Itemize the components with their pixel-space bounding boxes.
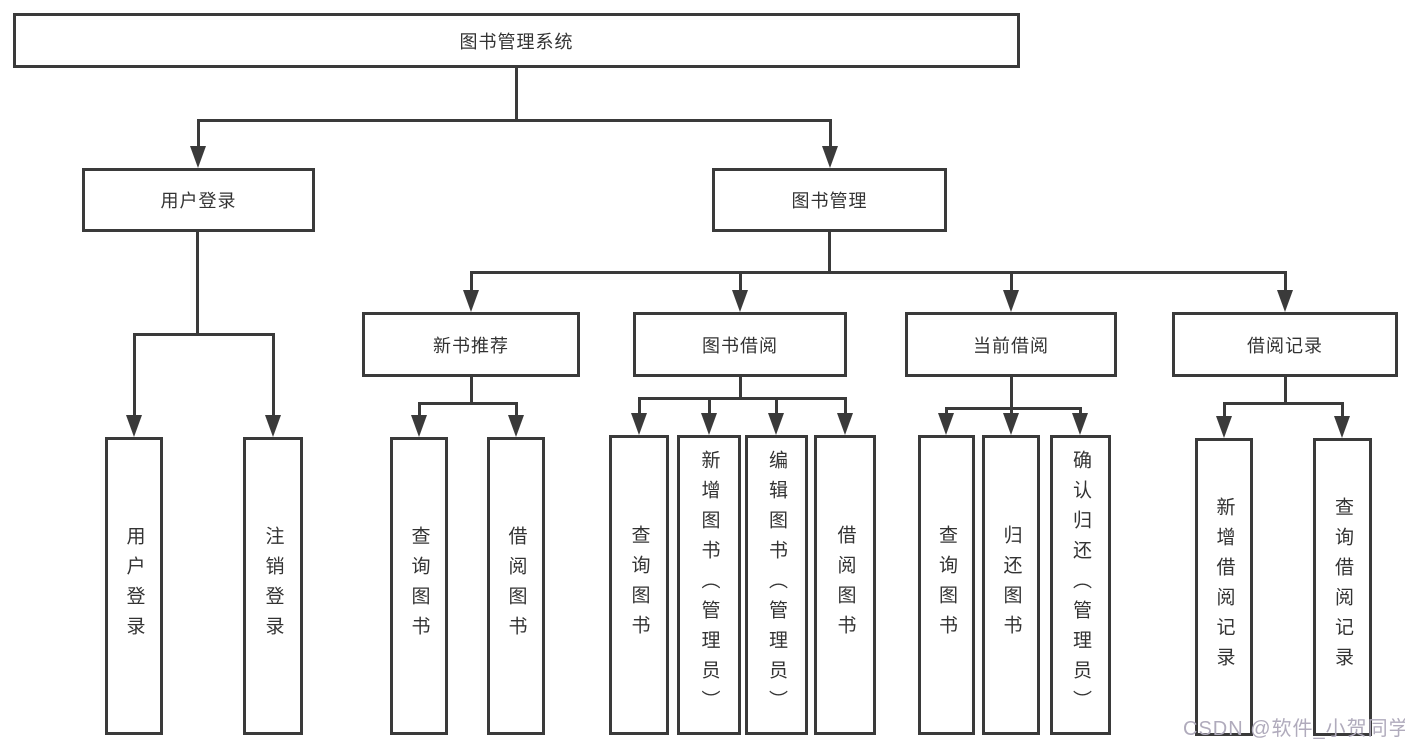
leaf-bb-query-books-label: 查询图书 bbox=[628, 525, 650, 645]
arrow-to-current-borrow bbox=[1003, 271, 1020, 312]
leaf-cb-confirm-return-label: 确认归还（管理员） bbox=[1070, 450, 1091, 720]
leaf-nb-borrow-books-label: 借阅图书 bbox=[505, 526, 527, 646]
arrow-to-book-borrow bbox=[732, 271, 749, 312]
arrow-to-bb-edit bbox=[768, 397, 785, 435]
leaf-logout: 注销登录 bbox=[243, 437, 303, 735]
arrow-to-bb-query bbox=[631, 397, 648, 435]
leaf-logout-label: 注销登录 bbox=[262, 526, 284, 646]
leaf-br-query-record: 查询借阅记录 bbox=[1313, 438, 1372, 736]
connector-current-borrow-stem bbox=[1010, 377, 1013, 409]
node-borrow-record: 借阅记录 bbox=[1172, 312, 1398, 377]
leaf-bb-edit-books-label: 编辑图书（管理员） bbox=[766, 450, 787, 720]
connector-level3-bar bbox=[470, 271, 1286, 274]
arrow-to-borrow-record bbox=[1277, 271, 1294, 312]
leaf-nb-query-books: 查询图书 bbox=[390, 437, 448, 735]
node-new-book-label: 新书推荐 bbox=[433, 335, 509, 356]
arrow-to-bb-borrow bbox=[837, 397, 854, 435]
leaf-cb-return-books-label: 归还图书 bbox=[1000, 525, 1022, 645]
arrow-to-leaf-logout bbox=[265, 333, 282, 437]
connector-borrow-record-bar bbox=[1223, 402, 1343, 405]
arrow-to-cb-confirm bbox=[1072, 407, 1089, 435]
connector-user-login-stem bbox=[196, 232, 199, 335]
leaf-cb-confirm-return: 确认归还（管理员） bbox=[1050, 435, 1111, 735]
connector-current-borrow-bar bbox=[945, 407, 1081, 410]
leaf-cb-query-books-label: 查询图书 bbox=[936, 525, 957, 645]
leaf-bb-borrow-books: 借阅图书 bbox=[814, 435, 876, 735]
arrow-to-nb-borrow bbox=[508, 402, 525, 437]
node-user-login-label: 用户登录 bbox=[160, 191, 237, 211]
leaf-user-login-label: 用户登录 bbox=[123, 526, 145, 646]
connector-root-stem bbox=[515, 68, 518, 121]
connector-book-mgmt-stem bbox=[828, 232, 831, 273]
leaf-nb-borrow-books: 借阅图书 bbox=[487, 437, 545, 735]
node-current-borrow: 当前借阅 bbox=[905, 312, 1117, 377]
node-new-book: 新书推荐 bbox=[362, 312, 580, 377]
connector-borrow-record-stem bbox=[1284, 377, 1287, 404]
node-borrow-record-label: 借阅记录 bbox=[1247, 335, 1323, 356]
leaf-bb-query-books: 查询图书 bbox=[609, 435, 669, 735]
node-book-borrow: 图书借阅 bbox=[633, 312, 847, 377]
node-root: 图书管理系统 bbox=[13, 13, 1020, 68]
node-book-borrow-label: 图书借阅 bbox=[702, 335, 778, 356]
leaf-cb-query-books: 查询图书 bbox=[918, 435, 975, 735]
arrow-to-br-add bbox=[1216, 402, 1233, 438]
node-current-borrow-label: 当前借阅 bbox=[973, 335, 1049, 356]
leaf-nb-query-books-label: 查询图书 bbox=[408, 526, 430, 646]
leaf-cb-return-books: 归还图书 bbox=[982, 435, 1040, 735]
leaf-bb-add-books-label: 新增图书（管理员） bbox=[698, 450, 720, 720]
arrow-to-cb-query bbox=[938, 407, 955, 435]
leaf-bb-edit-books: 编辑图书（管理员） bbox=[745, 435, 808, 735]
node-book-mgmt: 图书管理 bbox=[712, 168, 947, 232]
arrow-to-user-login bbox=[190, 119, 207, 168]
arrow-to-leaf-login bbox=[126, 333, 143, 437]
node-book-mgmt-label: 图书管理 bbox=[791, 191, 868, 211]
leaf-user-login: 用户登录 bbox=[105, 437, 163, 735]
leaf-br-add-record-label: 新增借阅记录 bbox=[1213, 497, 1235, 677]
arrow-to-cb-return bbox=[1003, 407, 1020, 435]
arrow-to-bb-add bbox=[701, 397, 718, 435]
connector-new-book-stem bbox=[470, 377, 473, 404]
leaf-br-query-record-label: 查询借阅记录 bbox=[1332, 497, 1353, 677]
leaf-br-add-record: 新增借阅记录 bbox=[1195, 438, 1253, 736]
leaf-bb-add-books: 新增图书（管理员） bbox=[677, 435, 741, 735]
connector-user-login-bar bbox=[133, 333, 274, 336]
node-user-login: 用户登录 bbox=[82, 168, 315, 232]
csdn-watermark: CSDN @软件_小贺同学 bbox=[1183, 718, 1405, 740]
connector-level2-bar bbox=[197, 119, 831, 122]
arrow-to-book-mgmt bbox=[822, 119, 839, 168]
node-root-label: 图书管理系统 bbox=[459, 31, 574, 52]
connector-book-borrow-bar bbox=[638, 397, 846, 400]
arrow-to-new-book bbox=[463, 271, 480, 312]
leaf-bb-borrow-books-label: 借阅图书 bbox=[834, 525, 856, 645]
arrow-to-br-query bbox=[1334, 402, 1351, 438]
connector-new-book-bar bbox=[418, 402, 517, 405]
arrow-to-nb-query bbox=[411, 402, 428, 437]
connector-book-borrow-stem bbox=[739, 377, 742, 399]
